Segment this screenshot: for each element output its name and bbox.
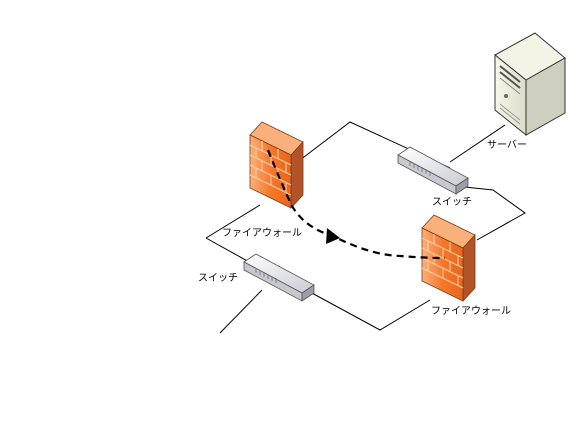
link-switch-l-down: [219, 289, 263, 334]
link-switch-l-to-fw-bot: [309, 291, 431, 331]
switch-icon: [397, 146, 469, 195]
server-label: サーバー: [487, 140, 527, 151]
link-fw-top-to-switch-l: [205, 204, 261, 239]
server-icon: [494, 32, 566, 137]
tunnel-path: [266, 149, 446, 260]
switch-left-label: スイッチ: [198, 273, 238, 284]
firewall-top-label: ファイアウォール: [222, 228, 302, 239]
firewall-bottom-label: ファイアウォール: [431, 306, 511, 317]
link-switch-r-to-fw-bot: [454, 185, 526, 241]
firewall-icon: [249, 121, 304, 210]
switch-icon: [243, 253, 315, 302]
switch-right-label: スイッチ: [432, 197, 472, 208]
arrow-head-icon: [326, 228, 340, 244]
firewall-icon: [421, 214, 476, 303]
link-server-to-switch-r: [449, 124, 506, 163]
